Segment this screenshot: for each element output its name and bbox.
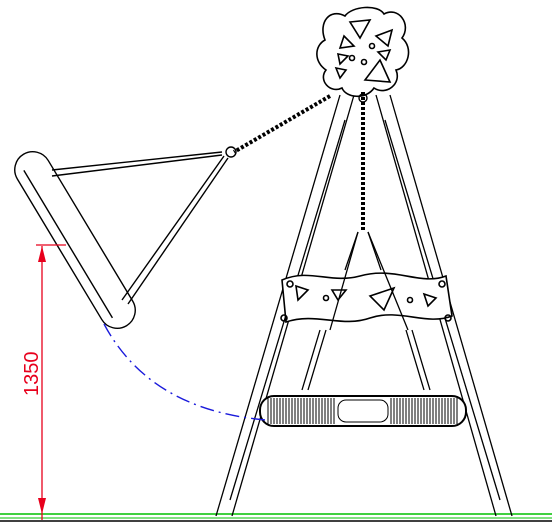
swing-arc (103, 323, 267, 421)
tire-ropes (301, 231, 431, 391)
tire-seat (259, 395, 467, 427)
swung-tire (14, 151, 229, 329)
swinging-chain (225, 94, 332, 158)
ground (0, 513, 552, 522)
crossbar-plate (280, 272, 453, 324)
height-dimension (36, 244, 66, 520)
top-plate (316, 6, 410, 98)
height-dimension-label: 1350 (21, 352, 43, 397)
hanging-chain (358, 92, 368, 230)
